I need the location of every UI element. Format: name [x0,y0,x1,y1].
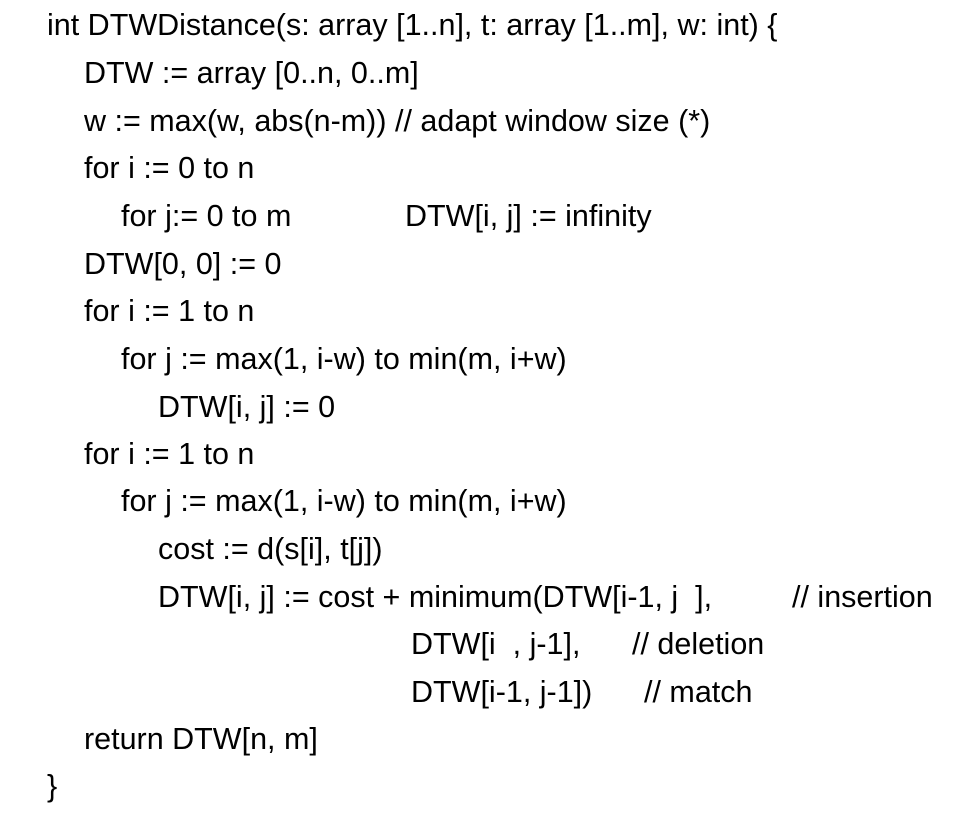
code-line-dtw-update: DTW[i, j] := cost + minimum(DTW[i-1, j ]… [158,580,713,614]
code-line-for-i-1-second: for i := 1 to n [84,437,255,471]
code-line-init-zero: DTW[i, j] := 0 [158,390,336,424]
code-line-window-size: w := max(w, abs(n-m)) // adapt window si… [84,104,711,138]
comment-insertion: // insertion [792,580,933,614]
comment-match: // match [644,675,753,709]
code-line-init-infinity: DTW[i, j] := infinity [405,199,652,233]
code-line-dtw-origin: DTW[0, 0] := 0 [84,247,282,281]
code-line-for-i-0: for i := 0 to n [84,151,255,185]
code-line-deletion-term: DTW[i , j-1], [411,627,581,661]
code-line-dtw-array: DTW := array [0..n, 0..m] [84,56,419,90]
code-line-for-j-window-first: for j := max(1, i-w) to min(m, i+w) [121,342,567,376]
code-line-for-j-0: for j:= 0 to m [121,199,292,233]
code-line-closing-brace: } [47,769,58,803]
code-line-function-signature: int DTWDistance(s: array [1..n], t: arra… [47,8,778,42]
code-line-return: return DTW[n, m] [84,722,318,756]
code-line-cost: cost := d(s[i], t[j]) [158,532,383,566]
comment-deletion: // deletion [632,627,765,661]
code-line-match-term: DTW[i-1, j-1]) [411,675,593,709]
code-line-for-j-window-second: for j := max(1, i-w) to min(m, i+w) [121,484,567,518]
code-line-for-i-1-first: for i := 1 to n [84,294,255,328]
